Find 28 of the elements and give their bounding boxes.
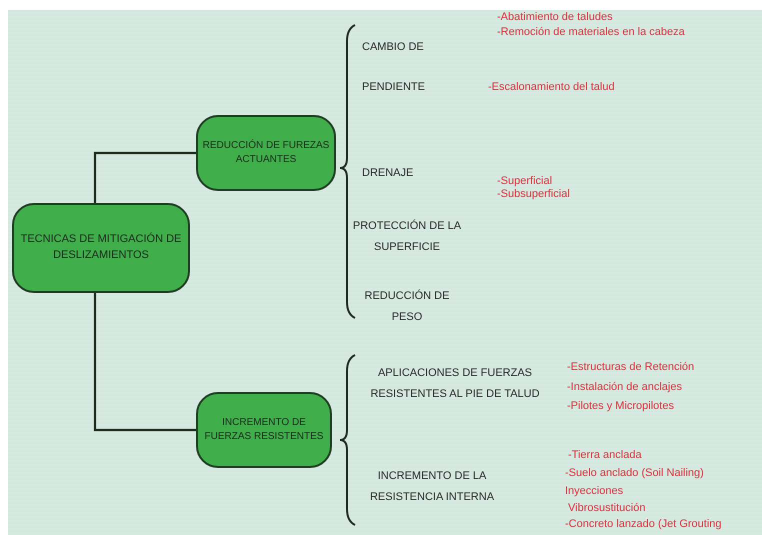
rounded-box (196, 115, 336, 191)
technique-item: -Suelo anclado (Soil Nailing) (565, 466, 704, 480)
technique-item: -Escalonamiento del talud (488, 80, 615, 94)
rounded-box (12, 203, 190, 293)
technique-item: -Superficial (497, 174, 552, 188)
rounded-box (196, 392, 332, 468)
technique-item: -Pilotes y Micropilotes (567, 399, 674, 414)
category-label: DRENAJE (362, 166, 414, 180)
technique-item: -Estructuras de Retención (567, 360, 694, 374)
technique-item: Inyecciones (565, 484, 624, 498)
box-label: INCREMENTO DE FUERZAS RESISTENTES (204, 416, 324, 444)
category-label: INCREMENTO DE LA RESISTENCIA INTERNA (368, 469, 496, 506)
box-label: TECNICAS DE MITIGACIÓN DE DESLIZAMIENTOS (20, 232, 182, 263)
technique-item: -Remoción de materiales en la cabeza (497, 25, 685, 40)
technique-item: -Subsuperficial (497, 187, 570, 202)
category-label: PROTECCIÓN DE LA SUPERFICIE (352, 218, 462, 256)
technique-item: -Concreto lanzado (Jet Grouting (565, 517, 722, 532)
category-label: PENDIENTE (362, 80, 425, 94)
category-label: CAMBIO DE (362, 40, 424, 54)
category-label: REDUCCIÓN DE PESO (364, 288, 450, 326)
category-label: APLICACIONES DE FUERZAS RESISTENTES AL PIE DE TALUD (369, 366, 541, 402)
technique-item: -Tierra anclada (568, 448, 642, 462)
technique-item: -Instalación de anclajes (567, 380, 682, 394)
connector-line (94, 152, 196, 203)
technique-item: -Abatimiento de taludes (497, 10, 613, 24)
box-label: REDUCCIÓN DE FUREZAS ACTUANTES (202, 138, 330, 167)
technique-item: Vibrosustitución (568, 501, 646, 516)
connector-line (94, 293, 196, 432)
